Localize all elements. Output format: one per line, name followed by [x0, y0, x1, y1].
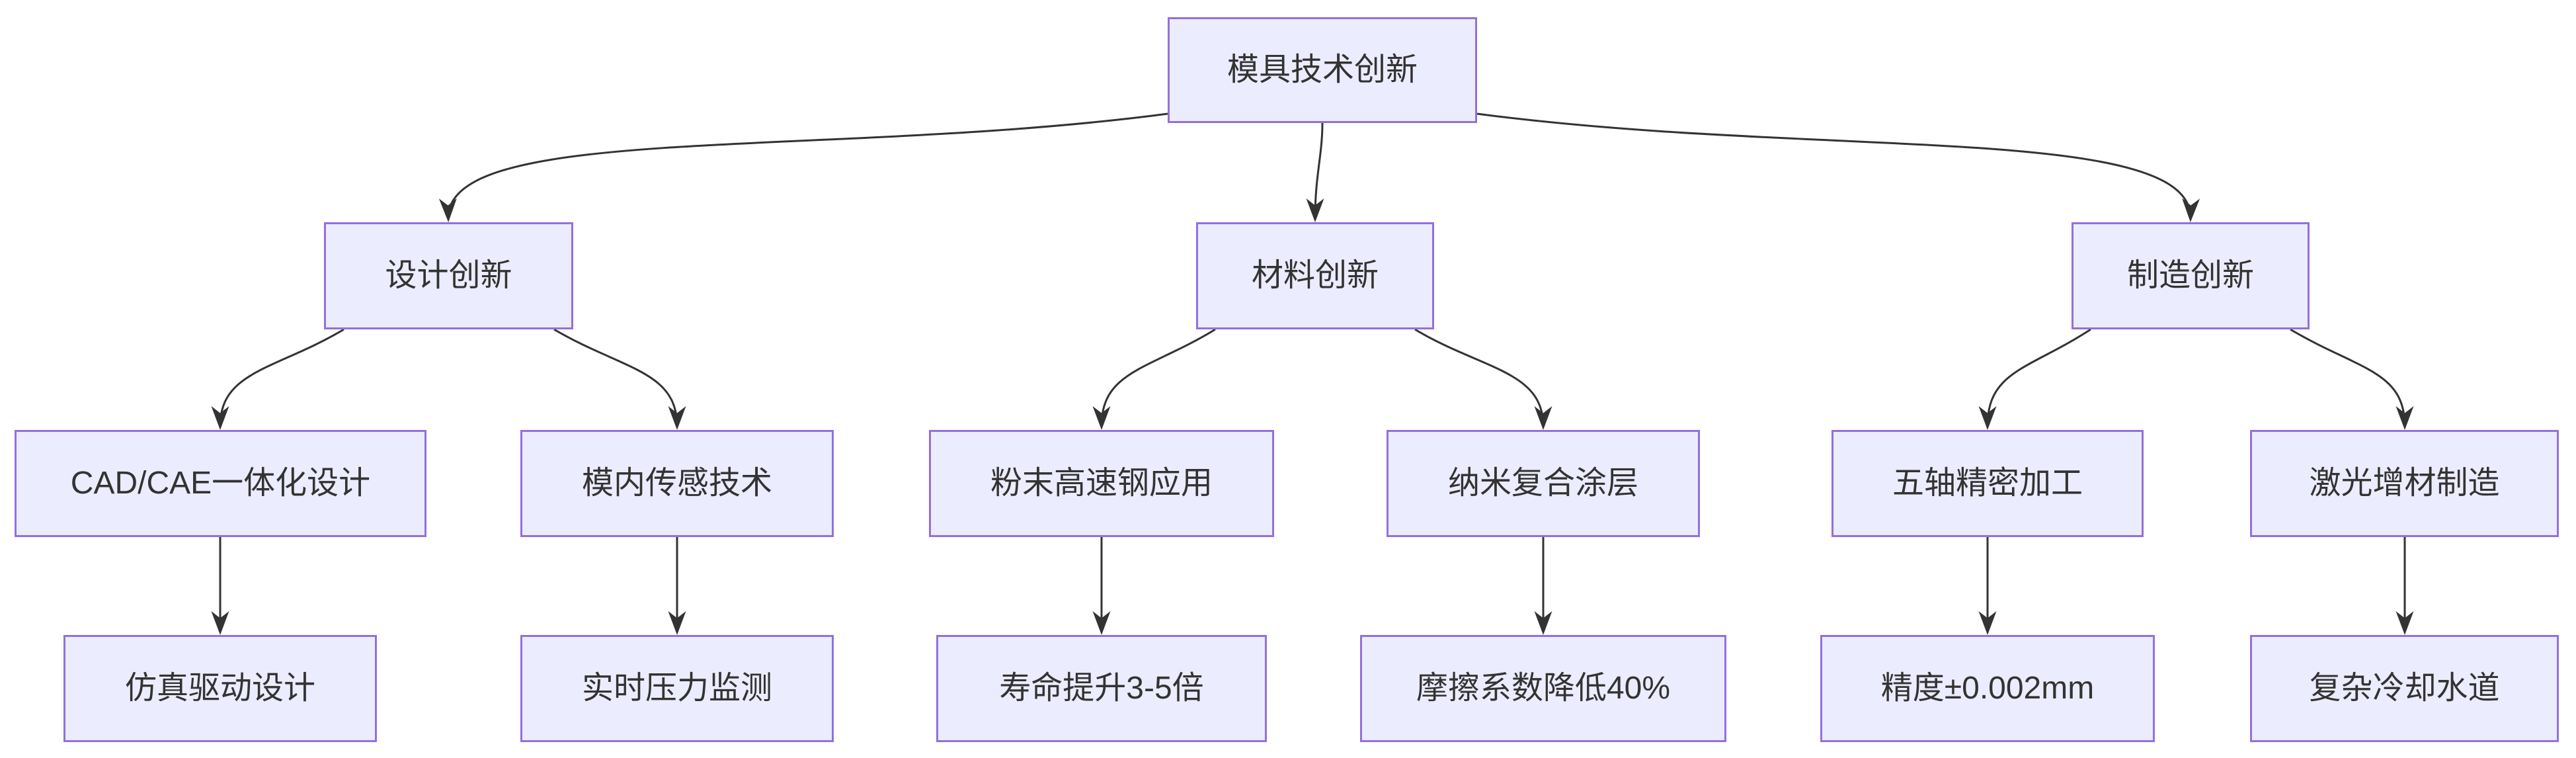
node-cad-cae-design: CAD/CAE一体化设计 — [15, 430, 426, 537]
node-simulation-driven-design: 仿真驱动设计 — [63, 635, 377, 742]
node-material-innovation: 材料创新 — [1196, 222, 1434, 329]
node-manufacturing-innovation: 制造创新 — [2072, 222, 2310, 329]
node-realtime-pressure-monitoring: 实时压力监测 — [520, 635, 834, 742]
node-powder-hss: 粉末高速钢应用 — [929, 430, 1274, 537]
node-five-axis-machining: 五轴精密加工 — [1831, 430, 2144, 537]
node-laser-additive: 激光增材制造 — [2250, 430, 2559, 537]
edge-root-to-manufacturing — [1476, 112, 2200, 222]
node-in-mold-sensing: 模内传感技术 — [520, 430, 834, 537]
node-friction-reduced-40pct: 摩擦系数降低40% — [1360, 635, 1726, 742]
edge-root-to-design — [439, 112, 1168, 222]
edge-manufacturing-to-fiveaxis — [1978, 328, 2091, 430]
edge-manufacturing-to-laser — [2290, 328, 2414, 430]
node-root: 模具技术创新 — [1168, 17, 1477, 123]
edge-design-to-cadcae — [211, 328, 344, 430]
node-complex-cooling-channels: 复杂冷却水道 — [2250, 635, 2559, 742]
edge-root-to-material — [1306, 122, 1324, 222]
node-nano-coating: 纳米复合涂层 — [1387, 430, 1700, 537]
node-design-innovation: 设计创新 — [324, 222, 573, 329]
edge-design-to-sensing — [553, 328, 686, 430]
edge-material-to-nano — [1414, 328, 1552, 430]
node-lifespan-3-5x: 寿命提升3-5倍 — [936, 635, 1267, 742]
edge-material-to-powder — [1092, 328, 1216, 430]
node-precision-0002mm: 精度±0.002mm — [1820, 635, 2155, 742]
